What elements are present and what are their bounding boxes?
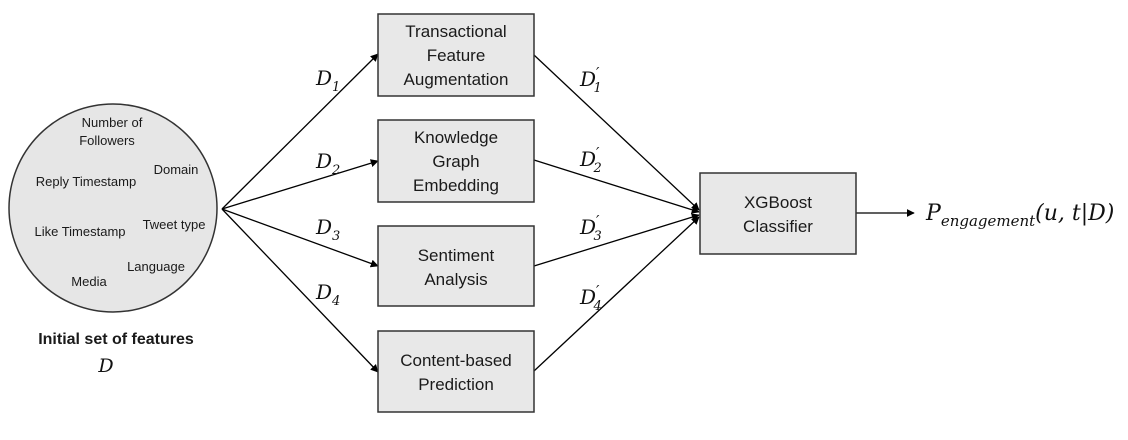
module-3-line-1: Sentiment bbox=[418, 246, 495, 265]
output-probability-label: Pengagement(u, t|D) bbox=[925, 201, 1114, 230]
feature-label-1: Number of bbox=[82, 115, 143, 130]
feature-label-6: Like Timestamp bbox=[34, 224, 125, 239]
feature-set-node: Number of Followers Domain Reply Timesta… bbox=[8, 103, 218, 313]
module-3-line-2: Analysis bbox=[424, 270, 487, 289]
classifier-line-2: Classifier bbox=[743, 217, 813, 236]
feature-set-caption: Initial set of features bbox=[38, 331, 194, 348]
feature-label-7: Language bbox=[127, 259, 185, 274]
feature-label-4: Reply Timestamp bbox=[36, 174, 136, 189]
feature-set-symbol: D bbox=[97, 355, 113, 377]
module-2-line-3: Embedding bbox=[413, 176, 499, 195]
xgboost-classifier-node: XGBoost Classifier bbox=[699, 172, 857, 255]
module-box-2 bbox=[377, 119, 535, 203]
module-2-line-2: Graph bbox=[432, 152, 479, 171]
edge-module-3-to-classifier bbox=[533, 213, 700, 267]
feature-label-3: Domain bbox=[154, 162, 199, 177]
module-2-line-1: Knowledge bbox=[414, 128, 498, 147]
module-1-line-3: Augmentation bbox=[404, 70, 509, 89]
module-box-1 bbox=[377, 13, 535, 97]
feature-label-5: Tweet type bbox=[143, 217, 206, 232]
input-edge-label-2: D2 bbox=[315, 149, 340, 178]
edge-input-to-module-3 bbox=[221, 208, 379, 268]
output-edge-label-3: D′3 bbox=[579, 212, 602, 244]
input-edge-label-1: D1 bbox=[315, 66, 340, 95]
input-edge-label-4: D4 bbox=[315, 280, 340, 309]
classifier-box bbox=[699, 172, 857, 255]
edge-module-4-to-classifier bbox=[533, 216, 700, 372]
module-1-line-2: Feature bbox=[427, 46, 486, 65]
classifier-line-1: XGBoost bbox=[744, 193, 812, 212]
output-edge-label-4: D′4 bbox=[579, 282, 602, 314]
module-sentiment-analysis: Sentiment Analysis bbox=[377, 225, 535, 307]
module-4-line-2: Prediction bbox=[418, 375, 494, 394]
output-edge-label-2: D′2 bbox=[579, 144, 602, 176]
edge-input-to-module-2 bbox=[221, 159, 379, 210]
module-4-line-1: Content-based bbox=[400, 351, 512, 370]
module-box-4 bbox=[377, 330, 535, 413]
input-edge-label-3: D3 bbox=[315, 215, 340, 244]
output-edge-label-1: D′1 bbox=[579, 64, 602, 96]
module-knowledge-graph-embedding: Knowledge Graph Embedding bbox=[377, 119, 535, 203]
edge-input-to-module-4 bbox=[221, 208, 379, 373]
module-transactional-feature-augmentation: Transactional Feature Augmentation bbox=[377, 13, 535, 97]
edge-input-to-module-1 bbox=[221, 53, 379, 210]
module-box-3 bbox=[377, 225, 535, 307]
edge-module-2-to-classifier bbox=[533, 159, 700, 214]
feature-label-2: Followers bbox=[79, 133, 135, 148]
module-1-line-1: Transactional bbox=[405, 22, 506, 41]
module-content-based-prediction: Content-based Prediction bbox=[377, 330, 535, 413]
feature-set-circle bbox=[8, 103, 218, 313]
edge-module-1-to-classifier bbox=[533, 54, 700, 211]
feature-label-8: Media bbox=[71, 274, 107, 289]
